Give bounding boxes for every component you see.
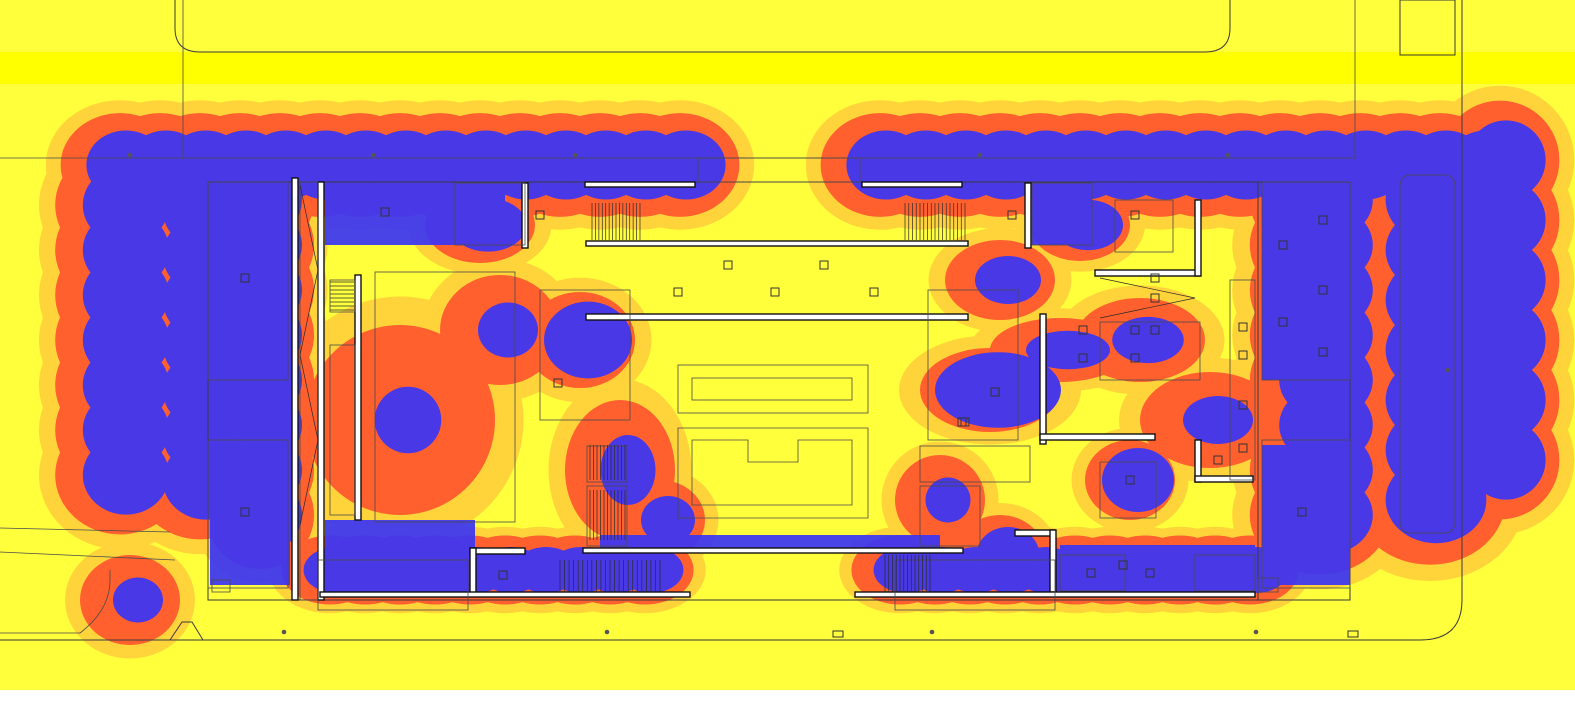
- coverage-blob-strong: [641, 496, 695, 544]
- coverage-blob-strong: [113, 577, 163, 623]
- column-dot: [370, 152, 376, 158]
- fixture-square: [240, 273, 250, 283]
- street-band: [0, 52, 1575, 84]
- fixture-square: [1078, 325, 1088, 335]
- fixture-square: [1318, 347, 1328, 357]
- column-dot: [929, 629, 935, 635]
- fixture-square: [1278, 317, 1288, 327]
- camera-marker: [1347, 630, 1359, 638]
- fixture-square: [1213, 455, 1223, 465]
- fixture-square: [1130, 210, 1140, 220]
- coverage-blob-strong: [975, 256, 1041, 304]
- fixture-square: [957, 417, 967, 427]
- fixture-square: [1007, 210, 1017, 220]
- coverage-blob-strong: [478, 302, 538, 358]
- fixture-square: [1078, 353, 1088, 363]
- room-coverage-strong: [1032, 185, 1092, 245]
- coverage-blob-strong: [925, 477, 971, 523]
- fixture-square: [1130, 353, 1140, 363]
- fixture-square: [1150, 325, 1160, 335]
- coverage-blob-strong: [1026, 330, 1110, 370]
- coverage-blob-strong: [1112, 316, 1184, 364]
- coverage-blob-strong: [1466, 240, 1546, 320]
- fixture-square: [1145, 568, 1155, 578]
- fixture-square: [380, 207, 390, 217]
- fixture-square: [819, 260, 829, 270]
- fixture-square: [535, 210, 545, 220]
- fixture-square: [770, 287, 780, 297]
- fixture-square: [1318, 285, 1328, 295]
- fixture-square: [1130, 325, 1140, 335]
- room-coverage-strong: [325, 520, 475, 595]
- fixture-square: [673, 287, 683, 297]
- column-dot: [572, 152, 578, 158]
- coverage-blob-strong: [544, 301, 632, 379]
- coverage-blob-strong: [976, 527, 1040, 583]
- fixture-square: [553, 378, 563, 388]
- coverage-blob-strong: [646, 130, 726, 200]
- bottom-margin: [0, 690, 1575, 708]
- coverage-blob-strong: [1466, 420, 1546, 500]
- coverage-blob-strong: [1466, 180, 1546, 260]
- room-coverage-strong: [1060, 545, 1255, 595]
- coverage-blob-strong: [935, 352, 1061, 428]
- fixture-square: [1297, 507, 1307, 517]
- heat-layer-strong: [82, 120, 1546, 623]
- fixture-square: [1318, 215, 1328, 225]
- ramp-zigzag: [1099, 277, 1196, 319]
- entry-marker: [169, 621, 204, 641]
- column-dot: [1445, 367, 1451, 373]
- coverage-blob-strong: [1466, 120, 1546, 200]
- coverage-blob-strong: [1466, 360, 1546, 440]
- coverage-blob-strong: [1466, 300, 1546, 380]
- fixture-square: [1086, 568, 1096, 578]
- fixture-square: [723, 260, 733, 270]
- building-walls: [207, 157, 1456, 611]
- coverage-blob-strong: [374, 386, 442, 454]
- column-dot: [1253, 629, 1259, 635]
- coverage-blob-strong: [82, 435, 170, 515]
- fixture-square: [990, 387, 1000, 397]
- column-dot: [604, 629, 610, 635]
- fixture-square: [1238, 350, 1248, 360]
- room-coverage-strong: [210, 190, 290, 375]
- coverage-blob-strong: [600, 435, 656, 505]
- column-dot: [977, 152, 983, 158]
- column-dot: [1225, 152, 1231, 158]
- room-coverage-strong: [1400, 180, 1455, 530]
- ramp-zigzag: [299, 184, 319, 526]
- fixture-square: [240, 507, 250, 517]
- fixture-square: [1238, 322, 1248, 332]
- fixture-square: [1150, 273, 1160, 283]
- column-dot: [127, 152, 133, 158]
- fixture-square: [1278, 240, 1288, 250]
- fixtures: [127, 152, 1451, 641]
- fixture-square: [869, 287, 879, 297]
- fixture-square: [1238, 400, 1248, 410]
- column-dot: [281, 629, 287, 635]
- fixture-square: [498, 570, 508, 580]
- stairs: [299, 184, 1196, 592]
- camera-marker: [832, 630, 844, 638]
- coverage-blob-strong: [1183, 396, 1253, 444]
- room-coverage-strong: [210, 445, 290, 585]
- fixture-square: [1238, 443, 1248, 453]
- fixture-square: [1118, 560, 1128, 570]
- room-coverage-strong: [1262, 185, 1350, 380]
- coverage-blob-strong: [1102, 448, 1174, 512]
- fixture-square: [1150, 293, 1160, 303]
- room-coverage-strong: [325, 185, 505, 245]
- fixture-square: [1125, 475, 1135, 485]
